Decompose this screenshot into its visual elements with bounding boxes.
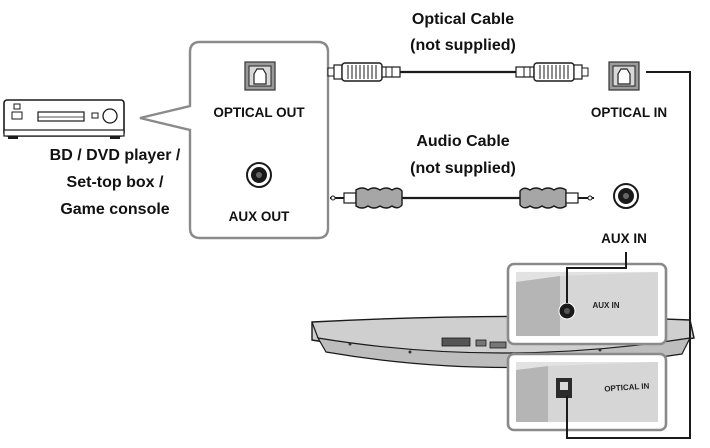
optical-cable-note: (not supplied): [410, 37, 516, 54]
optical-in-port-icon: [608, 61, 640, 91]
source-callout-panel: [139, 40, 330, 240]
source-device-line-3: Game console: [60, 201, 169, 218]
aux-in-port-icon: [613, 183, 639, 209]
aux-in-label: AUX IN: [601, 231, 647, 246]
optical-cable-title: Optical Cable: [412, 11, 514, 28]
source-device-line-2: Set-top box /: [67, 174, 164, 191]
optical-out-label: OPTICAL OUT: [213, 105, 305, 120]
aux-in-detail-panel: [506, 262, 668, 346]
optical-cable-icon: [327, 62, 589, 82]
aux-out-label: AUX OUT: [229, 209, 291, 224]
aux-out-port-icon: [246, 162, 272, 188]
audio-cable-note: (not supplied): [410, 160, 516, 177]
bd-player-icon: [3, 99, 125, 139]
panel-optical-in-label: OPTICAL IN: [604, 381, 650, 393]
audio-cable-title: Audio Cable: [416, 133, 509, 150]
optical-in-label: OPTICAL IN: [591, 105, 667, 120]
panel-aux-in-label: AUX IN: [592, 301, 619, 310]
aux-leader-line: [566, 252, 627, 303]
source-device-line-1: BD / DVD player /: [50, 147, 181, 164]
optical-leader-line: [566, 71, 691, 439]
optical-in-detail-panel: [506, 352, 668, 432]
optical-out-port-icon: [244, 61, 276, 91]
audio-cable-icon: [330, 187, 594, 209]
